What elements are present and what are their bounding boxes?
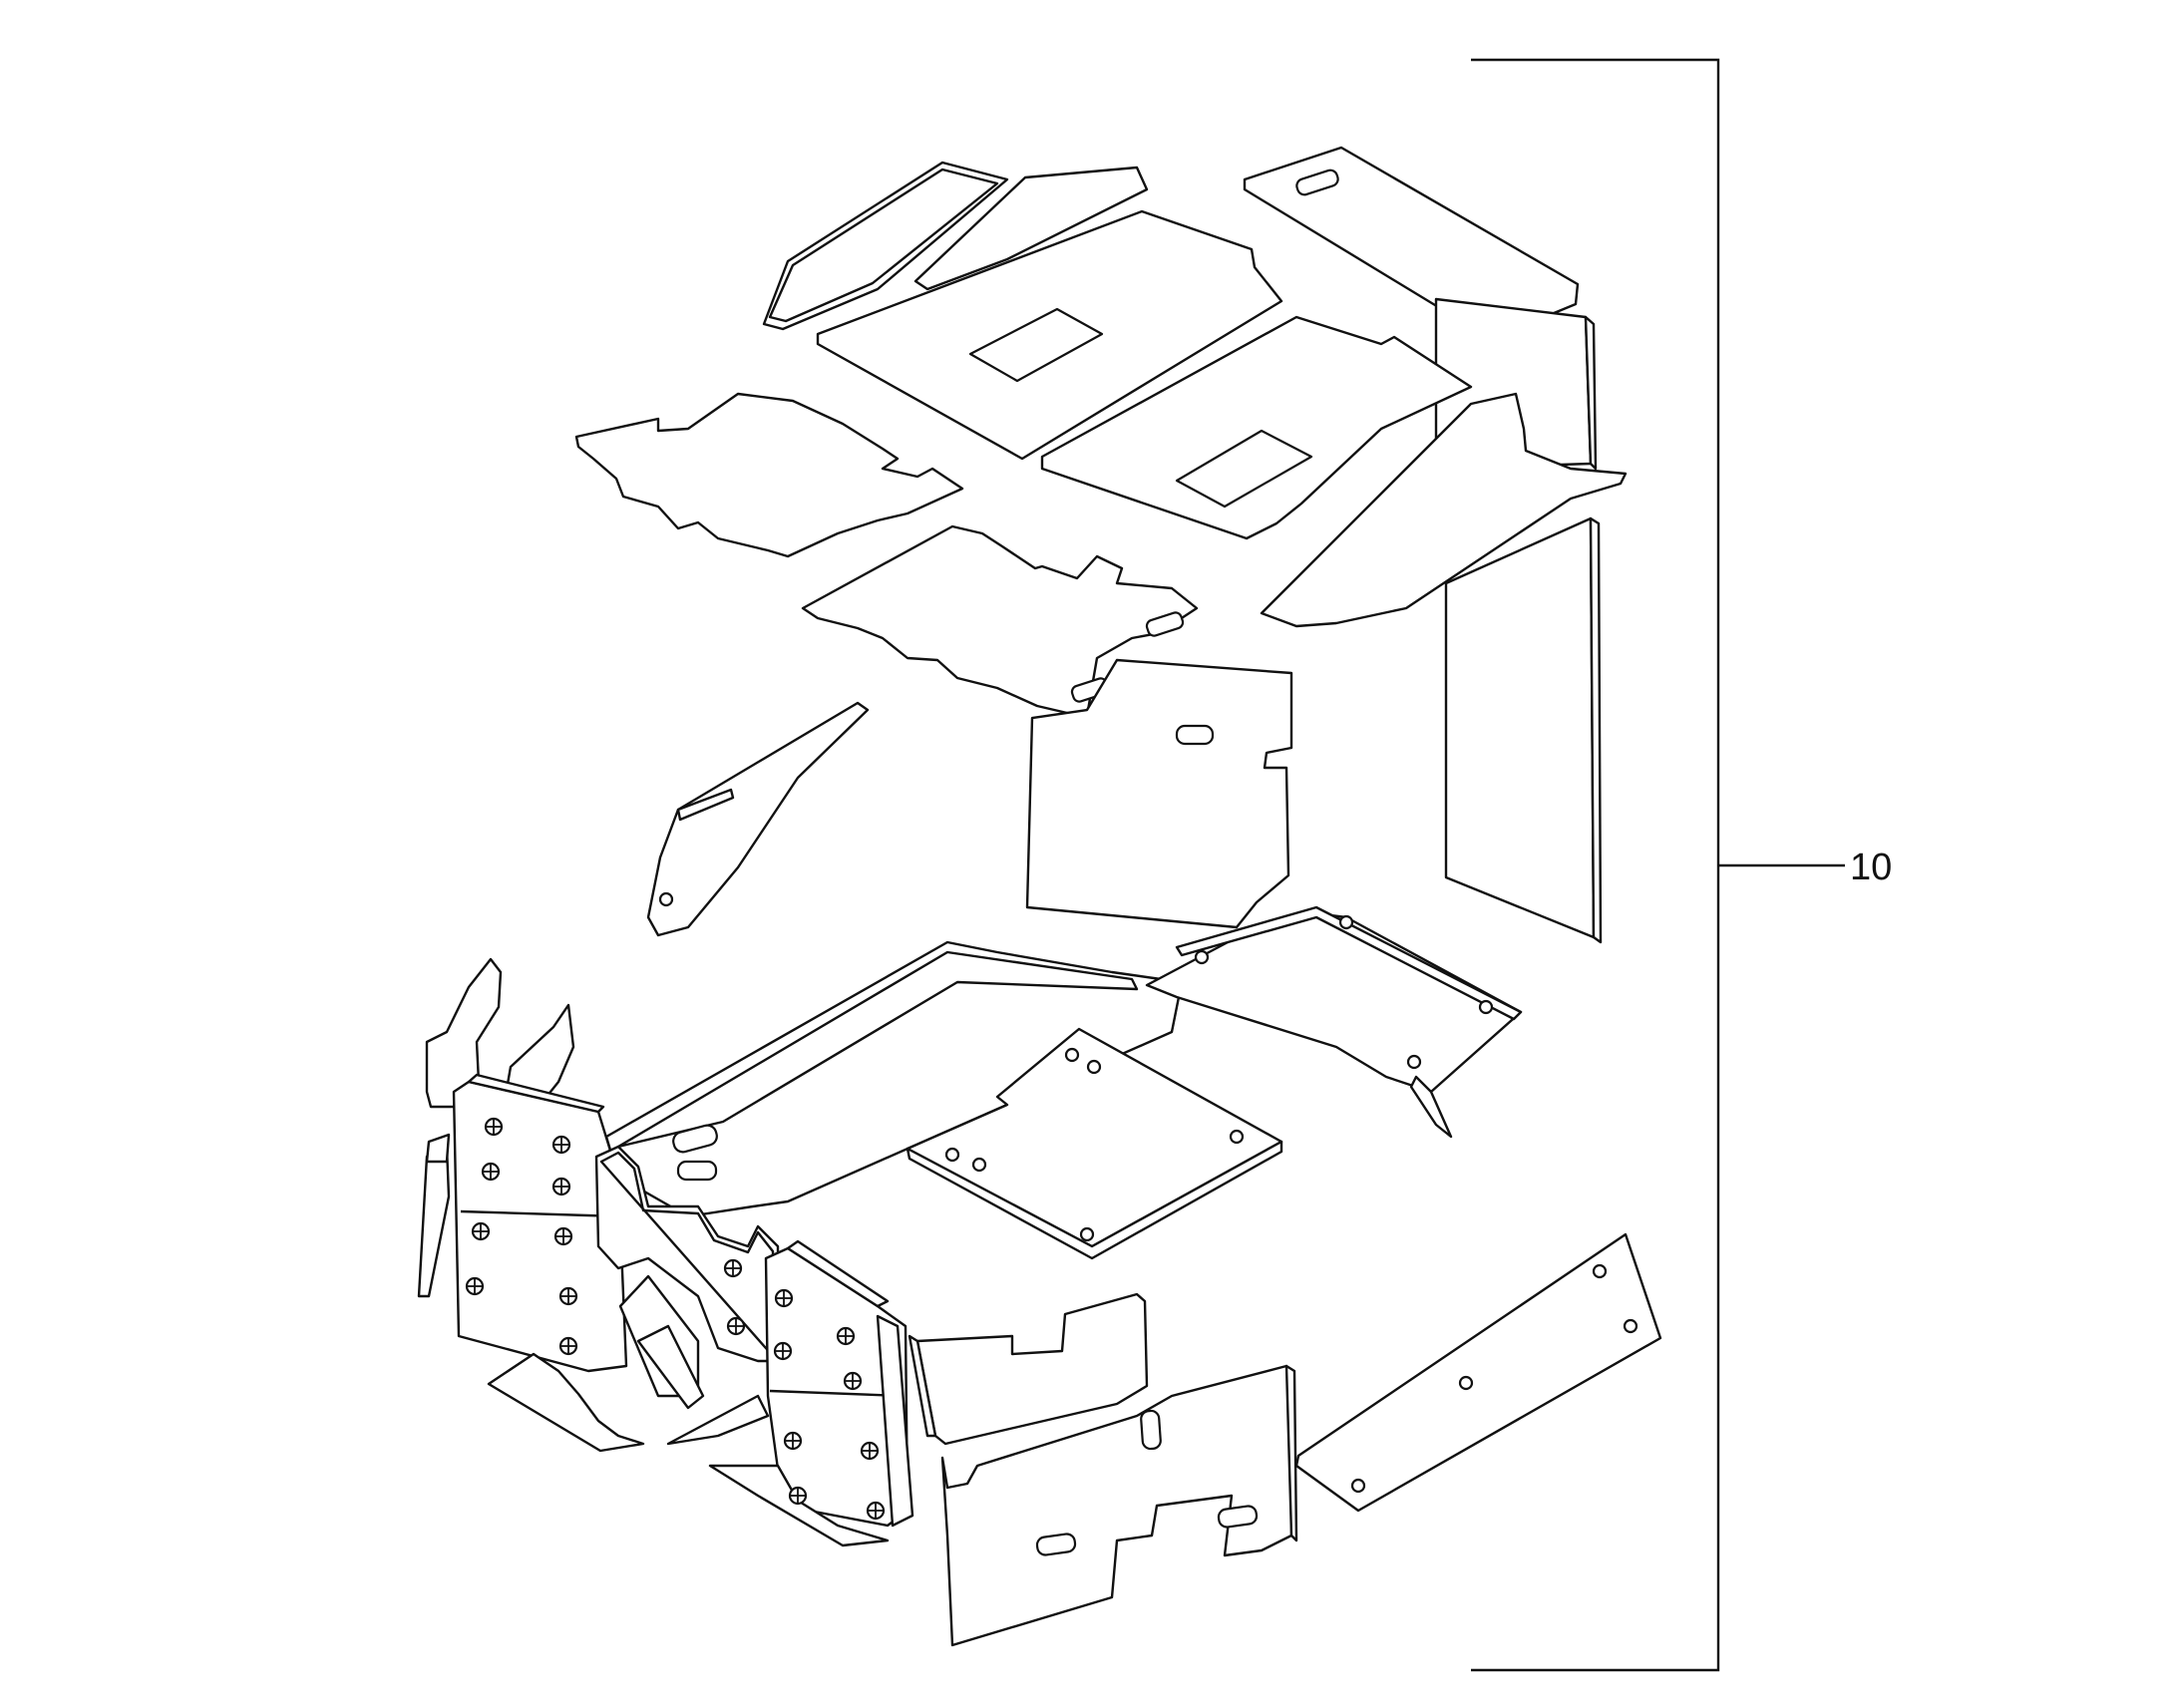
assembly-bracket [1471, 58, 1845, 1672]
center-vertical-back-wall [1025, 658, 1293, 929]
right-angled-side-strip [1260, 392, 1628, 628]
bolt-icon [723, 1258, 743, 1278]
base-right-ramp-plate [1145, 905, 1523, 1139]
center-right-panel-with-window [1040, 315, 1473, 540]
base-front-right-flat-plate [1294, 1232, 1662, 1513]
left-wedge-bracket [646, 701, 870, 937]
top-center-panel-with-window [816, 209, 1283, 461]
front-bottom-left-foot-plates [487, 1352, 890, 1547]
right-tall-side-wall [1434, 297, 1603, 944]
bolt-icon [551, 1177, 571, 1196]
left-stepped-floor-mat [574, 392, 964, 558]
base-long-floor-panel [604, 940, 1184, 1218]
bolt-icon [558, 1286, 578, 1306]
bolt-icon [843, 1371, 863, 1391]
front-small-notched-panel [908, 1292, 1149, 1446]
bolt-icon [551, 1135, 571, 1155]
left-side-upright-fins [417, 957, 575, 1298]
bolt-icon [773, 1341, 793, 1361]
bolt-icon [471, 1221, 491, 1241]
front-large-notched-panel [940, 1364, 1298, 1647]
bolt-icon [481, 1162, 501, 1182]
bolt-icon [465, 1276, 485, 1296]
bolt-icon [484, 1117, 504, 1137]
bolt-icon [836, 1326, 856, 1346]
bolt-icon [558, 1336, 578, 1356]
top-left-angled-strip [762, 161, 1009, 331]
bolt-icon [553, 1226, 573, 1246]
top-right-narrow-panel [1243, 146, 1580, 341]
callout-label-10: 10 [1850, 847, 1892, 888]
front-left-bolted-panel [452, 1073, 628, 1373]
bolt-icon [774, 1288, 794, 1308]
top-center-strip [913, 166, 1149, 291]
bolt-icon [726, 1316, 746, 1336]
center-stepped-floor-mat [801, 524, 1199, 720]
bolt-icon [866, 1501, 886, 1521]
base-center-square-plate [906, 1027, 1283, 1260]
bolt-icon [788, 1486, 808, 1506]
bolt-icon [783, 1431, 803, 1451]
bolt-icon [860, 1441, 880, 1461]
front-bolt-group [465, 1117, 886, 1521]
